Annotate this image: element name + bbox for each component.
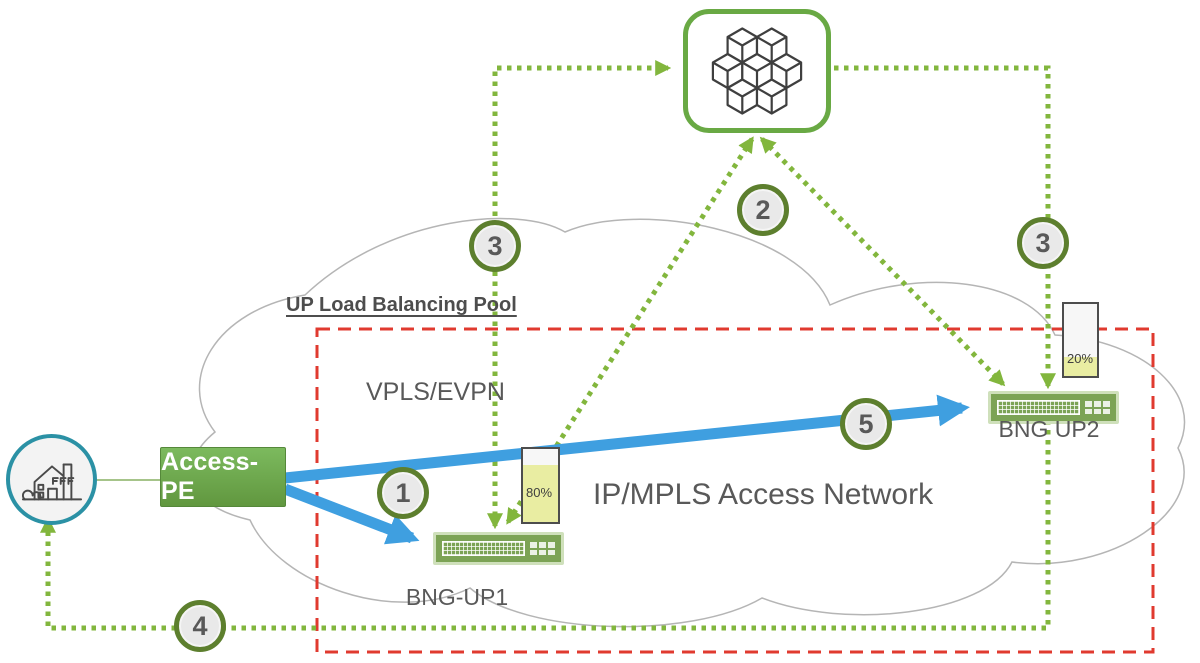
subscriber-node: [6, 434, 97, 525]
bng-up1-label: BNG-UP1: [405, 584, 509, 610]
switch-uplink-ports: [1085, 401, 1110, 414]
pool-title: UP Load Balancing Pool: [286, 294, 517, 316]
access-pe-label: Access-PE: [161, 448, 259, 505]
switch-ports: [997, 400, 1080, 415]
step-badge-4: 4: [174, 600, 226, 652]
home-icon: [21, 463, 82, 500]
control-path-cp-up1-elbow: [486, 59, 672, 530]
bng-up1-switch-icon: [433, 532, 564, 565]
step-badge-1: 1: [377, 467, 429, 519]
data-path-accesspe-up1: [283, 483, 420, 545]
switch-uplink-ports: [530, 542, 555, 555]
bng-up2-load-value: 20%: [1067, 351, 1094, 366]
gauge-fill: [523, 465, 558, 522]
vpls-evpn-label: VPLS/EVPN: [366, 378, 505, 406]
control-path-cp-up2-elbow: [834, 65, 1057, 390]
bng-up2-switch-icon: [988, 391, 1119, 424]
control-path-cp-up2-diagonal: [759, 136, 1006, 387]
gauge-fill: [1064, 357, 1097, 376]
step-badge-3-right: 3: [1017, 217, 1069, 269]
step-badge-2: 2: [737, 184, 789, 236]
cube-cluster-icon: [711, 27, 803, 115]
bng-up1-load-value: 80%: [526, 485, 553, 500]
bng-up2-label: BNG UP2: [998, 416, 1100, 442]
step-badge-3-left: 3: [469, 220, 521, 272]
access-pe-node: Access-PE: [160, 447, 286, 507]
control-plane-node: [683, 9, 831, 133]
step-badge-5: 5: [840, 398, 892, 450]
bng-up1-load-gauge: 80%: [521, 447, 560, 524]
switch-ports: [442, 541, 525, 556]
bng-up2-load-gauge: 20%: [1062, 302, 1099, 378]
control-path-up2-subscriber: [39, 420, 1051, 631]
cloud-label: IP/MPLS Access Network: [593, 478, 934, 511]
pool-boundary: [315, 327, 1155, 654]
